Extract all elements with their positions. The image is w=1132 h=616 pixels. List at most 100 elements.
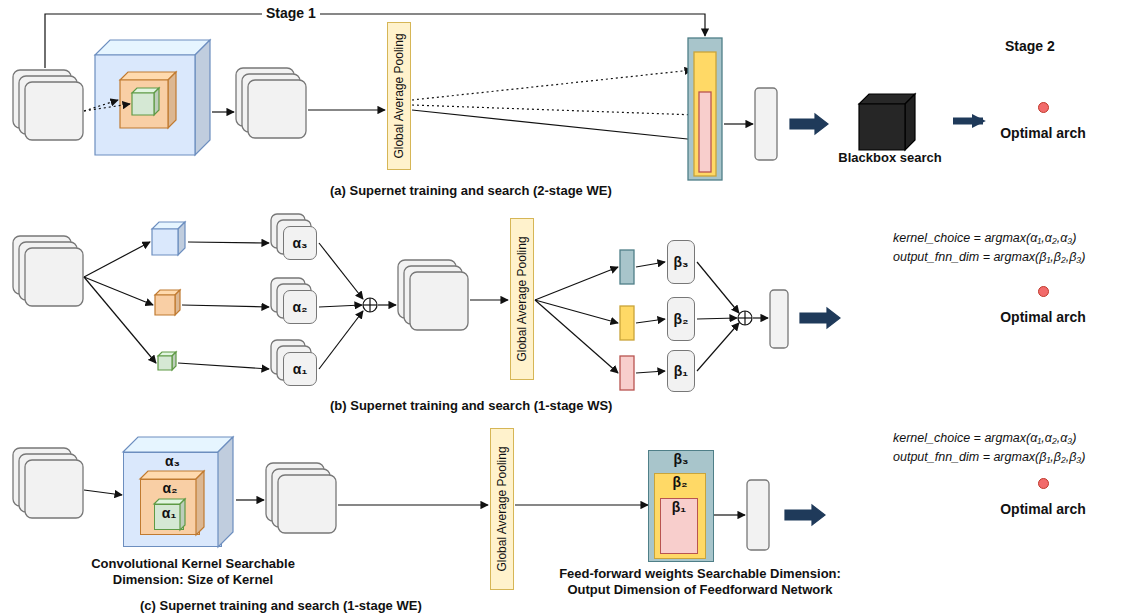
arrow-line <box>182 305 269 307</box>
node-text: β₁ <box>674 363 688 379</box>
arrow-line <box>412 70 692 100</box>
weighted-box: α₂ <box>283 290 317 324</box>
arrow-line <box>84 242 150 277</box>
sum-symbol <box>363 298 377 312</box>
weight-block: β₃β₂β₁ <box>648 450 714 562</box>
arrow-line <box>470 299 508 300</box>
result-dot <box>1038 102 1049 113</box>
cube-front <box>95 55 195 155</box>
arrow-line <box>236 499 264 500</box>
formula: kernel_choice = argmax(α₁,α₂,α₃) <box>893 430 1076 446</box>
weighted-box: β₃ <box>667 240 695 284</box>
node-text: β₂ <box>674 311 689 327</box>
arrow-line <box>636 262 665 267</box>
dimension-note: Convolutional Kernel Searchable Dimensio… <box>62 556 324 588</box>
arrow-line <box>188 242 269 243</box>
vertical-label: Global Average Pooling <box>515 236 529 361</box>
weight-block: β₁ <box>660 498 698 554</box>
node-text: Optimal arch <box>985 125 1101 141</box>
cube-face <box>175 290 180 315</box>
node-text: β₁ <box>661 499 697 516</box>
kernel-cube: α₃α₂α₁ <box>123 452 222 547</box>
arrow-line <box>697 323 739 371</box>
output-vector <box>747 480 769 550</box>
result-point: Optimal arch <box>985 280 1101 330</box>
weighted-box: α₁ <box>283 352 317 386</box>
blackbox-cube <box>829 92 945 150</box>
feature-map <box>278 475 336 533</box>
cube-face <box>180 499 185 530</box>
weighted-box: α₃ <box>283 226 317 260</box>
arrow-line <box>412 105 697 115</box>
node-text: Blackbox search <box>829 150 951 165</box>
arrow-line <box>378 304 396 305</box>
arrow-line <box>84 100 118 111</box>
pooling-bar: Global Average Pooling <box>387 22 411 170</box>
feature-map <box>25 248 83 306</box>
arrow-line <box>84 104 130 111</box>
sum-symbol <box>744 311 745 325</box>
vertical-label: Global Average Pooling <box>392 33 406 158</box>
sum-symbol <box>369 298 370 312</box>
caption: (b) Supernet training and search (1-stag… <box>330 398 612 414</box>
arrow-line <box>319 305 362 307</box>
cube-front <box>132 93 154 115</box>
weighted-box: β₁ <box>667 350 695 392</box>
node-text: Optimal arch <box>985 501 1101 517</box>
arrow-line <box>697 262 739 313</box>
dimension-note: Feed-forward weights Searchable Dimensio… <box>555 566 845 598</box>
output-vector <box>770 290 788 348</box>
arrow-line <box>535 267 618 300</box>
arrow-line <box>308 109 385 110</box>
kernel-cube: α₂ α₁ <box>140 479 200 535</box>
node-text: α₃ <box>292 235 307 251</box>
node-text: α₂ <box>141 480 199 497</box>
cube-front <box>155 295 175 315</box>
weight-vector <box>620 306 634 340</box>
arrow-line <box>636 319 665 323</box>
feature-map <box>25 460 83 518</box>
vertical-label: Global Average Pooling <box>495 446 509 571</box>
feature-map <box>248 80 306 138</box>
stage-label: Stage 2 <box>1005 38 1055 54</box>
cube-face <box>196 471 204 535</box>
cube-face <box>178 222 185 255</box>
arrow-line <box>338 504 488 505</box>
weight-vector <box>694 52 716 176</box>
node-text: α₂ <box>293 299 308 315</box>
sum-symbol <box>738 311 752 325</box>
arrow-line <box>84 277 156 363</box>
flow-arrow <box>800 308 840 328</box>
cube-face <box>95 40 210 55</box>
cube-front <box>158 356 172 370</box>
flow-arrow <box>790 114 828 134</box>
node-text: α₁ <box>155 505 183 522</box>
output-vector <box>755 88 777 160</box>
arrow-line <box>697 318 737 319</box>
arrow-line <box>535 300 618 373</box>
result-point: Optimal arch <box>985 472 1101 522</box>
result-dot <box>1038 286 1049 297</box>
formula: output_fnn_dim = argmax(β₁,β₂,β₃) <box>893 249 1085 265</box>
caption: (c) Supernet training and search (1-stag… <box>140 598 422 614</box>
weight-vector <box>620 250 634 284</box>
pooling-bar: Global Average Pooling <box>510 218 534 380</box>
arrow-line <box>212 111 234 112</box>
feature-map <box>25 82 83 140</box>
arrow-line <box>636 371 665 373</box>
arrow-line <box>753 317 768 318</box>
weight-vector <box>699 92 711 172</box>
arrow-line <box>515 504 648 505</box>
kernel-cube: α₁ <box>154 504 184 530</box>
node-text: β₂ <box>655 474 705 491</box>
feature-map <box>410 272 468 330</box>
cube-face <box>120 72 176 80</box>
result-point: Optimal arch <box>985 96 1101 146</box>
cube-face <box>168 72 176 128</box>
arrow-line <box>724 123 753 124</box>
blackbox-node: Blackbox search <box>829 92 951 180</box>
arrow-line <box>84 277 153 305</box>
weight-block: β₂ β₁ <box>654 473 706 559</box>
cube-face <box>154 88 159 115</box>
